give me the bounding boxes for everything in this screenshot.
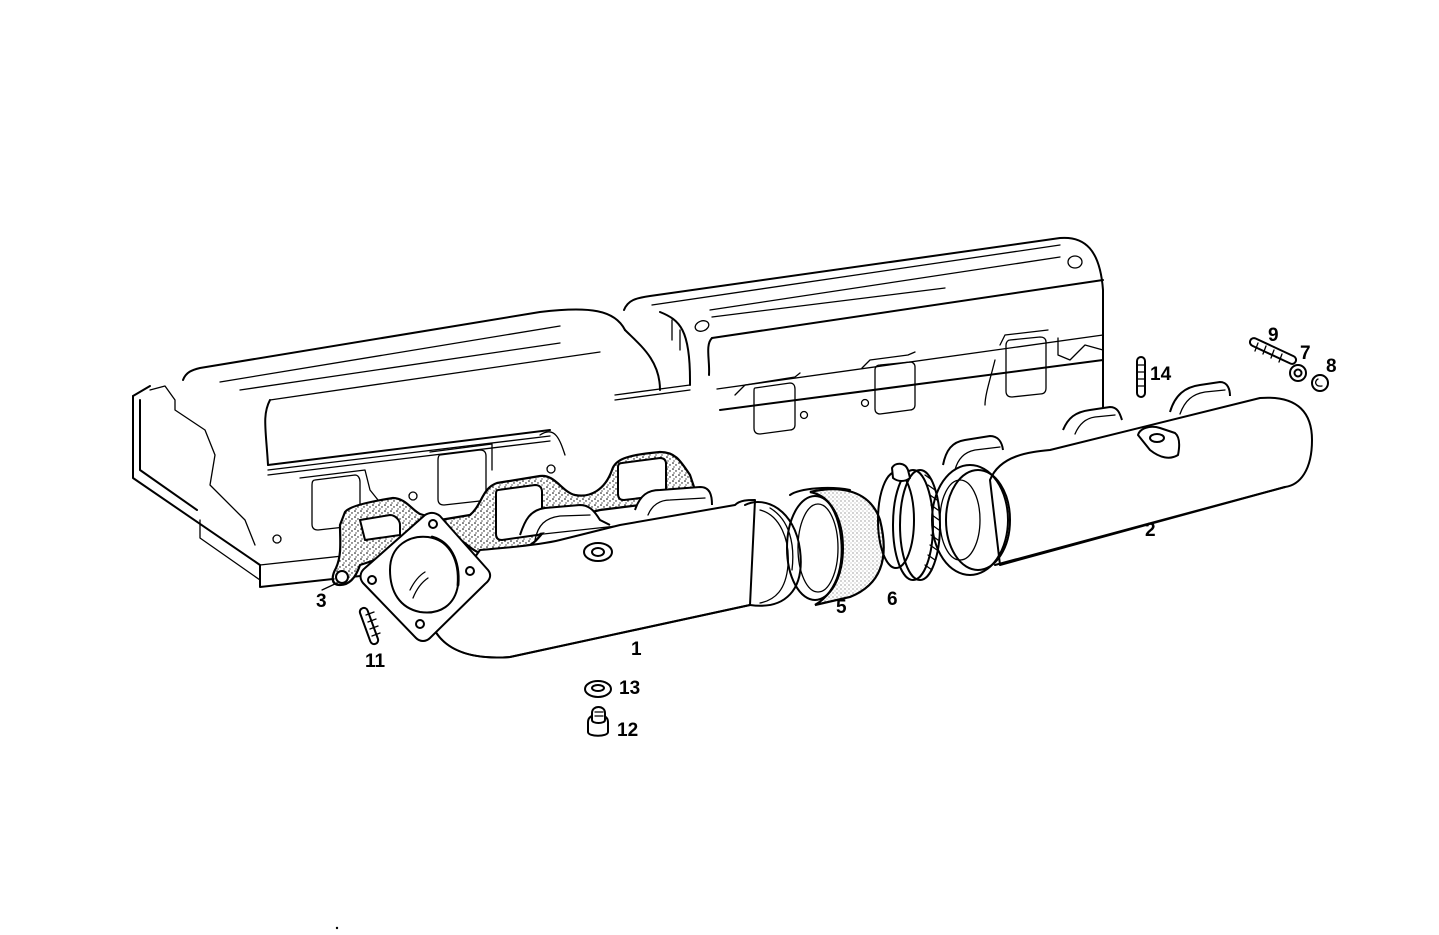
callout-13: 13 (619, 678, 641, 699)
stud-11 (358, 606, 381, 646)
washer-7 (1289, 364, 1307, 382)
stud-bolt-9 (1248, 337, 1298, 365)
plug-12 (587, 706, 609, 737)
exhaust-manifold-front (359, 486, 802, 659)
exhaust-manifold-rear (931, 381, 1313, 576)
callout-6: 6 (887, 589, 898, 610)
stud-14 (1136, 356, 1146, 398)
callout-1: 1 (631, 639, 642, 660)
print-artifact-dot (335, 926, 339, 930)
callout-11: 11 (365, 651, 386, 672)
callout-5: 5 (836, 597, 847, 618)
manifold-gasket (331, 450, 702, 587)
callout-3: 3 (316, 591, 327, 612)
callout-12: 12 (617, 720, 639, 741)
callout-7: 7 (1300, 343, 1311, 364)
sealing-washer-13 (584, 680, 612, 698)
nut-8 (1311, 374, 1329, 392)
callout-9: 9 (1268, 325, 1279, 346)
hose-clamp (877, 462, 941, 581)
callout-2: 2 (1145, 520, 1156, 541)
callout-14: 14 (1150, 364, 1172, 385)
sleeve-coupling (786, 486, 885, 607)
leader-line-3 (321, 582, 338, 591)
callout-8: 8 (1326, 356, 1337, 377)
cylinder-head-right (623, 236, 1104, 435)
